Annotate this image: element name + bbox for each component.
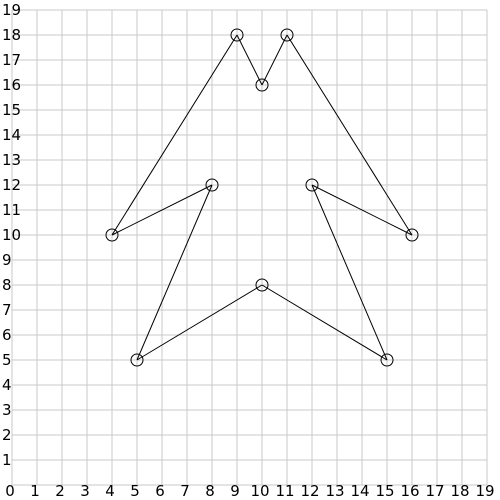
x-tick-label: 5 (130, 482, 140, 500)
x-tick-label: 7 (180, 482, 190, 500)
y-tick-label: 10 (2, 226, 21, 244)
y-tick-label: 1 (2, 451, 12, 469)
vertex-circle[interactable] (105, 228, 119, 242)
vertex-circle[interactable] (130, 353, 144, 367)
shape-edge (286, 34, 413, 236)
y-tick-label: 13 (2, 151, 21, 169)
grid-lines (11, 9, 488, 486)
x-tick-label: 6 (155, 482, 165, 500)
vertex-circle[interactable] (305, 178, 319, 192)
y-tick-label: 11 (2, 201, 21, 219)
shape-edge (111, 34, 238, 236)
x-tick-label: 11 (275, 482, 294, 500)
shape-edge (136, 184, 213, 361)
x-tick-label: 14 (350, 482, 369, 500)
x-tick-label: 0 (5, 482, 15, 500)
y-tick-label: 3 (2, 401, 12, 419)
shape-edge (261, 284, 388, 361)
x-tick-label: 12 (300, 482, 319, 500)
y-tick-label: 4 (2, 376, 12, 394)
y-tick-label: 7 (2, 301, 12, 319)
x-tick-label: 16 (400, 482, 419, 500)
y-tick-label: 19 (2, 1, 21, 19)
y-tick-label: 12 (2, 176, 21, 194)
y-tick-label: 2 (2, 426, 12, 444)
y-tick-label: 6 (2, 326, 12, 344)
vertex-circle[interactable] (255, 278, 269, 292)
y-tick-label: 14 (2, 126, 21, 144)
vertex-circle[interactable] (230, 28, 244, 42)
x-tick-label: 2 (55, 482, 65, 500)
x-tick-label: 19 (475, 482, 494, 500)
x-tick-label: 9 (230, 482, 240, 500)
vertex-circle[interactable] (205, 178, 219, 192)
y-tick-label: 8 (2, 276, 12, 294)
y-tick-label: 9 (2, 251, 12, 269)
x-tick-label: 10 (250, 482, 269, 500)
x-tick-label: 8 (205, 482, 215, 500)
x-tick-label: 13 (325, 482, 344, 500)
x-tick-label: 3 (80, 482, 90, 500)
y-tick-label: 18 (2, 26, 21, 44)
vertex-circle[interactable] (380, 353, 394, 367)
shape-edge (311, 184, 388, 361)
shape-edge (236, 34, 263, 86)
x-tick-label: 15 (375, 482, 394, 500)
shape-edge (311, 184, 413, 236)
vertex-circle[interactable] (280, 28, 294, 42)
vertices (105, 28, 419, 367)
drawn-shape (111, 34, 413, 361)
y-tick-label: 5 (2, 351, 12, 369)
shape-edge (111, 184, 213, 236)
y-tick-label: 15 (2, 101, 21, 119)
x-tick-label: 18 (450, 482, 469, 500)
x-tick-label: 1 (30, 482, 40, 500)
x-tick-label: 17 (425, 482, 444, 500)
shape-edge (136, 284, 263, 361)
shape-edge (261, 34, 288, 86)
vertex-circle[interactable] (405, 228, 419, 242)
x-tick-label: 4 (105, 482, 115, 500)
y-tick-label: 17 (2, 51, 21, 69)
vertex-circle[interactable] (255, 78, 269, 92)
y-tick-label: 16 (2, 76, 21, 94)
